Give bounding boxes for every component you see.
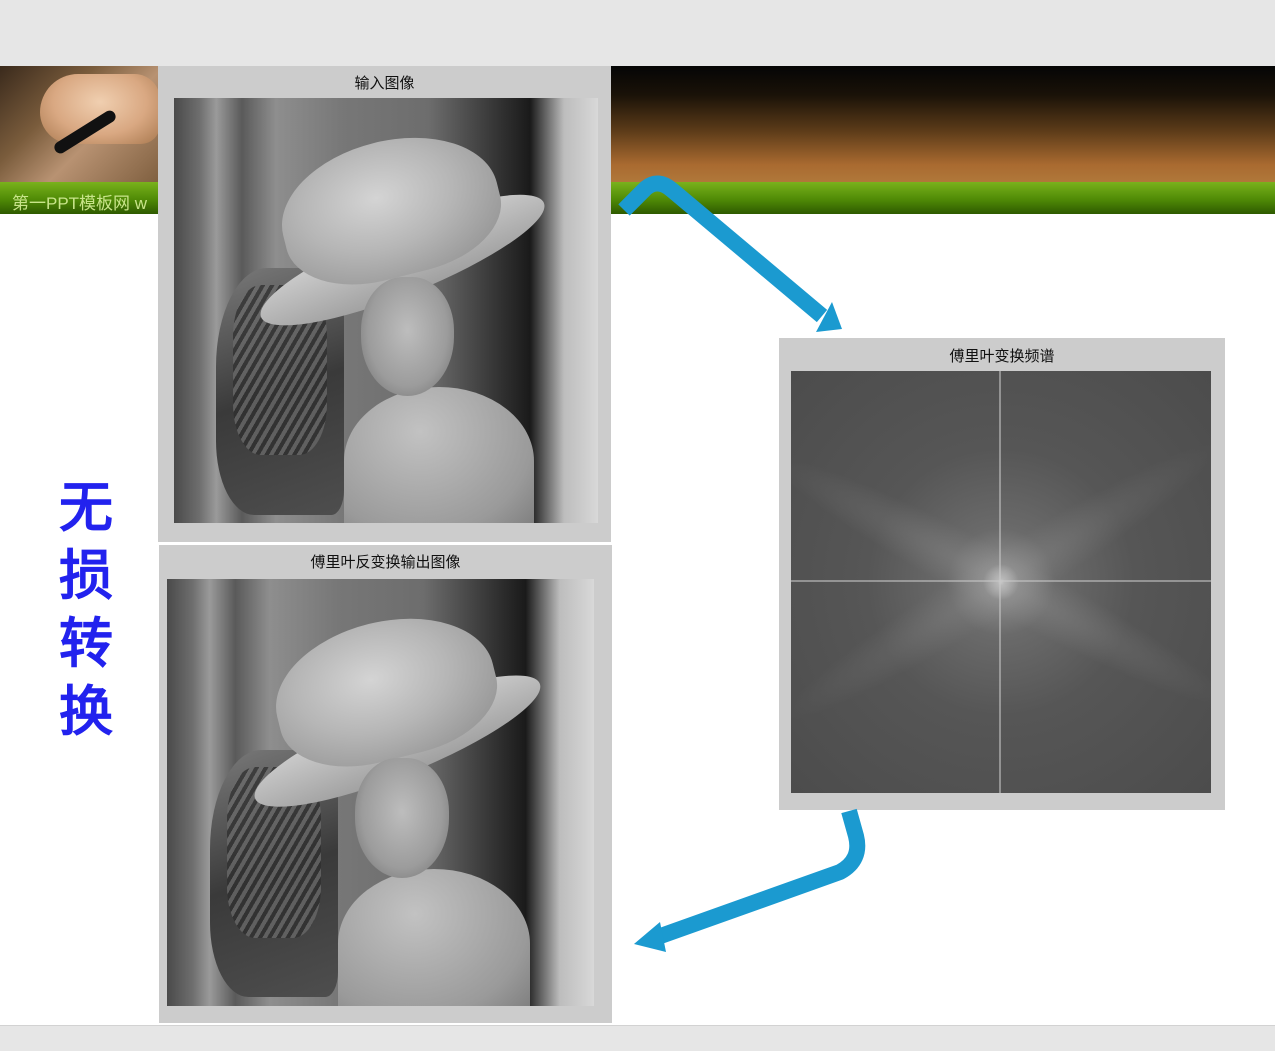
window-bottom-bar: [0, 1025, 1275, 1051]
portrait-image: [174, 98, 598, 523]
arrow-to-output-icon: [634, 808, 866, 952]
window-top-bar: [0, 0, 1275, 66]
output-image-panel[interactable]: 傅里叶反变换输出图像: [159, 545, 612, 1023]
side-label-char: 无: [59, 476, 113, 539]
arrow-to-spectrum-icon: [618, 175, 842, 332]
slide-canvas: 第一PPT模板网 w 输入图像 傅里叶反变换输出图像: [0, 66, 1275, 1025]
side-label-char: 换: [59, 680, 113, 743]
output-image: [167, 579, 594, 1006]
input-image-title: 输入图像: [354, 74, 415, 92]
face-shape: [354, 758, 449, 878]
hand-shape: [40, 74, 158, 144]
spectrum-horizontal-axis: [791, 580, 1211, 582]
header-photo: [0, 66, 158, 182]
spectrum-title: 傅里叶变换频谱: [949, 347, 1055, 365]
spectrum-image: [791, 371, 1211, 793]
face-shape: [360, 276, 454, 396]
lossless-conversion-label: 无 损 转 换: [56, 474, 116, 746]
side-label-char: 转: [59, 612, 113, 675]
shoulder-shape: [343, 387, 535, 523]
side-label-char: 损: [59, 544, 113, 607]
watermark-text: 第一PPT模板网 w: [12, 194, 148, 213]
input-image: [174, 98, 598, 523]
spectrum-panel[interactable]: 傅里叶变换频谱: [779, 338, 1225, 810]
portrait-image: [167, 579, 594, 1006]
flow-arrows: [618, 175, 866, 952]
spectrum-vertical-axis: [999, 371, 1001, 793]
shoulder-shape: [337, 869, 530, 1006]
output-image-title: 傅里叶反变换输出图像: [310, 553, 461, 571]
input-image-panel[interactable]: 输入图像: [158, 66, 611, 542]
